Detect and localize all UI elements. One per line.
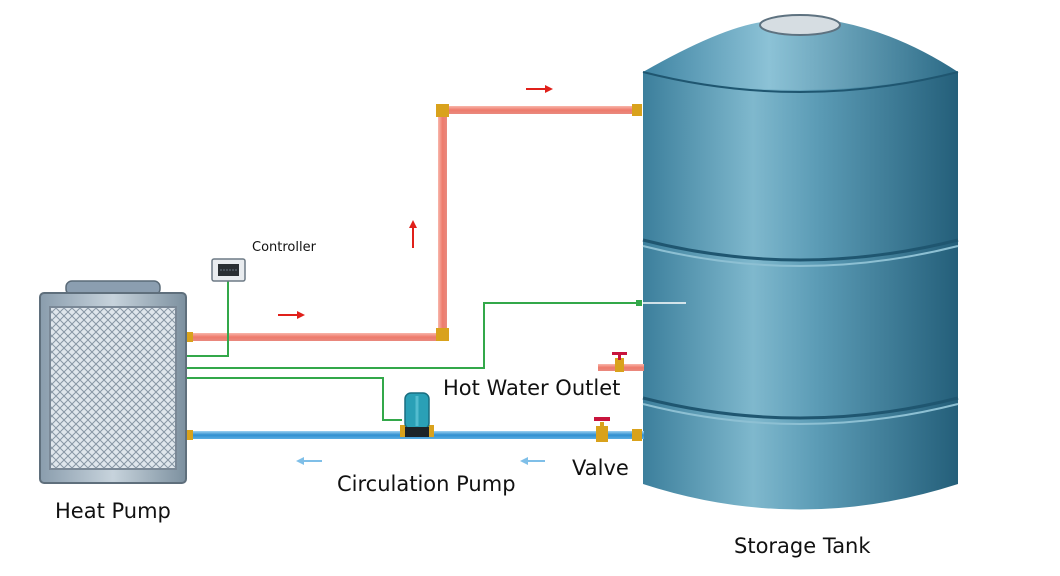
circulation-pump-label: Circulation Pump — [337, 472, 516, 496]
hot-flow-arrows — [278, 85, 553, 319]
storage-tank — [636, 14, 959, 510]
tank-hatch — [759, 14, 841, 36]
valve-icon — [594, 417, 610, 442]
circulation-pump-icon — [400, 392, 434, 437]
valve-label: Valve — [572, 456, 629, 480]
cold-flow-arrows — [296, 457, 545, 465]
controller-label: Controller — [252, 240, 316, 255]
controller-icon — [211, 258, 246, 282]
hot-pipe — [183, 104, 642, 342]
signal-wires — [186, 280, 642, 421]
heat-pump-unit — [39, 280, 187, 484]
heat-pump-label: Heat Pump — [55, 499, 171, 523]
storage-tank-label: Storage Tank — [734, 534, 871, 558]
hot-water-outlet-label: Hot Water Outlet — [443, 376, 621, 400]
outlet-pipe — [598, 352, 644, 372]
